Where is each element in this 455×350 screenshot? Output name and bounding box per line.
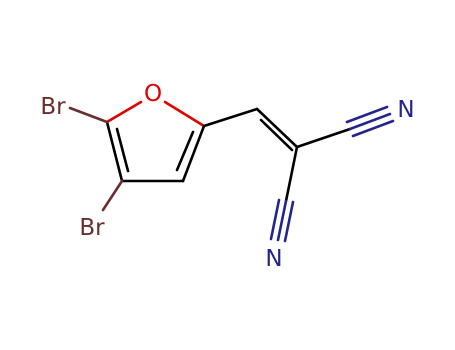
bond-c-cn-bottom	[284, 145, 299, 203]
nitrile-right-triple-1	[348, 112, 392, 131]
bond-c4-br	[101, 179, 124, 212]
nitrogen-right-label: N	[397, 97, 414, 123]
nitrile-right-triple-3	[351, 119, 395, 138]
bond-ch-c-double-a	[255, 107, 299, 149]
bond-c5-c4-inner	[115, 127, 130, 173]
bonds	[68, 100, 395, 243]
atom-labels: O Br Br N N	[40, 81, 414, 272]
bond-c2-ch	[202, 107, 259, 128]
bond-c-cn-right	[295, 127, 352, 149]
bromine-bottom-label: Br	[79, 215, 105, 241]
bond-ch-c-double-b	[259, 118, 294, 152]
bond-o-c2	[163, 100, 206, 128]
bond-c5-br	[68, 106, 109, 124]
nitrile-bottom-triple-1	[276, 199, 288, 242]
bond-c3-c2	[181, 124, 206, 183]
nitrogen-bottom-label: N	[265, 246, 282, 272]
bond-c5-c4	[105, 120, 124, 183]
bromine-top-label: Br	[40, 94, 66, 120]
oxygen-label: O	[144, 81, 162, 107]
nitrile-right-triple-2	[345, 105, 389, 124]
nitrile-bottom-triple-3	[269, 198, 281, 241]
nitrile-bottom-triple-2	[283, 200, 295, 243]
bond-o-c5	[105, 100, 143, 124]
bond-c3-c2-inner	[175, 130, 195, 172]
